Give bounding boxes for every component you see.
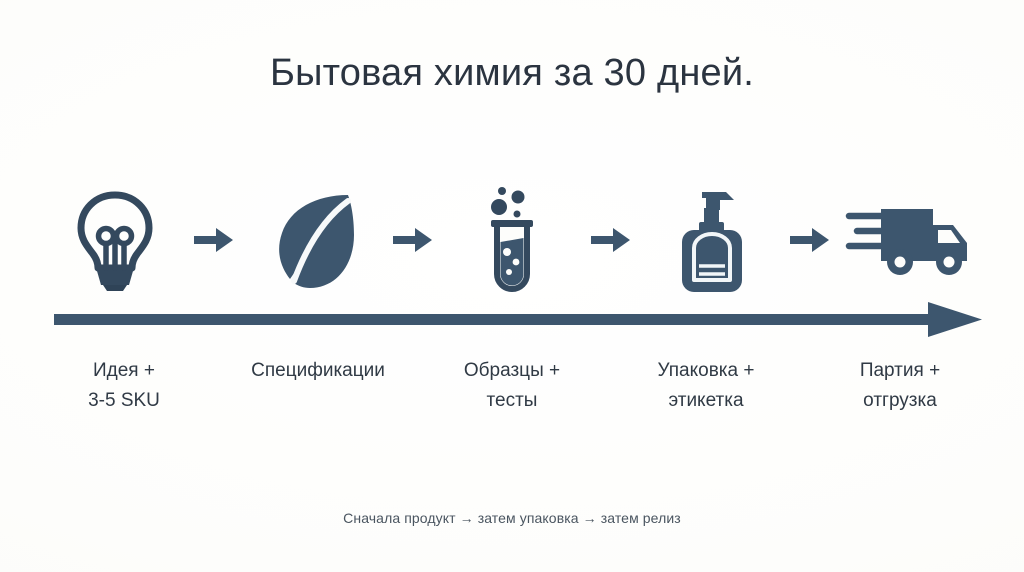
step-icon-lightbulb <box>55 180 175 300</box>
connector-arrow-2 <box>387 180 439 300</box>
connector-arrow-4 <box>784 180 836 300</box>
pump-bottle-icon <box>668 184 754 296</box>
step-label-1-line2: 3-5 SKU <box>88 390 160 411</box>
step-label-5: Партия + отгрузка <box>812 356 988 416</box>
step-label-2-line1: Спецификации <box>251 360 385 381</box>
connector-arrow-1 <box>188 180 240 300</box>
step-labels-row: Идея + 3-5 SKU Спецификации Образцы + те… <box>36 356 988 416</box>
step-icon-pump-bottle <box>651 180 771 300</box>
step-label-5-line2: отгрузка <box>863 390 937 411</box>
timeline-arrow <box>50 298 988 342</box>
arrow-right-icon <box>194 226 234 254</box>
delivery-truck-icon <box>845 203 973 277</box>
arrow-right-icon <box>591 226 631 254</box>
step-label-5-line1: Партия + <box>859 360 941 381</box>
arrow-right-icon <box>789 226 830 254</box>
footer-note: Сначала продукт → затем упаковка → затем… <box>343 510 681 526</box>
step-icon-test-tube <box>452 180 572 300</box>
step-label-4-line1: Упаковка + <box>657 360 755 381</box>
step-label-3-line1: Образцы + <box>463 360 561 381</box>
step-label-4-line2: этикетка <box>668 390 744 411</box>
step-label-3: Образцы + тесты <box>424 356 600 416</box>
arrow-right-icon <box>392 226 433 254</box>
step-label-2: Спецификации <box>230 356 406 386</box>
step-icon-delivery-truck <box>845 180 969 300</box>
step-label-1-line1: Идея + <box>93 360 155 381</box>
leaf-icon <box>264 187 364 293</box>
page-title: Бытовая химия за 30 дней. <box>269 52 755 94</box>
process-icon-row <box>55 180 969 300</box>
step-label-1: Идея + 3-5 SKU <box>36 356 212 416</box>
connector-arrow-3 <box>585 180 637 300</box>
step-label-4: Упаковка + этикетка <box>618 356 794 416</box>
test-tube-icon <box>469 182 555 298</box>
lightbulb-icon <box>65 186 165 294</box>
step-icon-leaf <box>254 180 374 300</box>
step-label-3-line2: тесты <box>486 390 538 411</box>
